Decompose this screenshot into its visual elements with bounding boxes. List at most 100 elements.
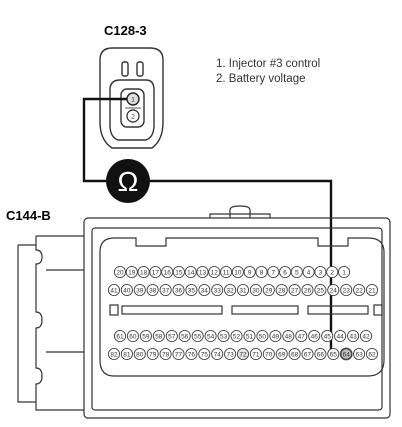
ecm-pin-31 — [236, 283, 250, 297]
ecm-pin-38 — [146, 283, 159, 297]
ecm-pin-60 — [126, 329, 139, 343]
ecm-pin-2 — [326, 265, 339, 279]
ecm-pin-76 — [185, 347, 198, 361]
ecm-pin-19 — [125, 265, 138, 279]
ecm-pin-15 — [172, 265, 185, 279]
ecm-pin-82-number: 82 — [110, 351, 118, 358]
ecm-pin-16 — [161, 265, 174, 279]
ecm-pin-6 — [279, 265, 292, 279]
ecm-pin-57 — [165, 329, 178, 343]
ecm-pin-17-number: 17 — [152, 269, 160, 276]
ecm-pin-19-number: 19 — [128, 269, 136, 276]
ecm-pin-29 — [262, 283, 275, 297]
ohm-meter-icon: Ω — [106, 159, 150, 203]
ecm-pin-37-number: 37 — [162, 287, 170, 294]
ecm-pin-32-number: 32 — [226, 287, 234, 294]
ecm-pin-27-number: 27 — [291, 287, 299, 294]
ecm-pin-12-number: 12 — [211, 269, 219, 276]
ecm-pin-60-number: 60 — [129, 333, 137, 340]
ecm-pin-20 — [113, 265, 127, 279]
ecm-pin-62 — [365, 347, 379, 361]
ecm-pin-26-number: 26 — [304, 287, 312, 294]
ecm-pin-5 — [290, 265, 303, 279]
ecm-pin-55-number: 55 — [194, 333, 202, 340]
ecm-pin-7-number: 7 — [271, 269, 275, 276]
ecm-pin-11 — [220, 265, 233, 279]
ecm-pin-4-number: 4 — [307, 269, 311, 276]
ecm-pin-34 — [198, 283, 211, 297]
ecm-pin-5-number: 5 — [295, 269, 299, 276]
ecm-pin-45 — [321, 329, 334, 343]
ecm-pin-81-number: 81 — [123, 351, 131, 358]
ecm-pin-50 — [256, 329, 269, 343]
ecm-pin-40-number: 40 — [123, 287, 131, 294]
ecm-pin-56 — [178, 329, 191, 343]
ecm-pin-44 — [334, 329, 347, 343]
ecm-pin-55 — [191, 329, 204, 343]
ecm-pin-65 — [327, 347, 340, 361]
ecm-pin-77 — [172, 347, 185, 361]
ecm-pin-22-number: 22 — [355, 287, 363, 294]
ecm-pin-25-number: 25 — [317, 287, 325, 294]
ecm-pin-32 — [224, 283, 237, 297]
ecm-pin-8 — [255, 265, 268, 279]
ecm-pin-67-number: 67 — [304, 351, 312, 358]
ecm-pin-16-number: 16 — [164, 269, 172, 276]
ecm-pin-15-number: 15 — [175, 269, 183, 276]
ecm-pin-42 — [359, 329, 373, 343]
ecm-pin-13-number: 13 — [199, 269, 207, 276]
top-connector — [99, 47, 164, 149]
ecm-pin-47-number: 47 — [298, 333, 306, 340]
ecm-pin-52 — [230, 329, 243, 343]
ecm-pin-56-number: 56 — [181, 333, 189, 340]
ecm-pin-30 — [249, 283, 262, 297]
ecm-pin-18 — [137, 265, 150, 279]
top-pin-2-number: 2 — [131, 114, 135, 121]
ecm-pin-31-number: 31 — [239, 287, 247, 294]
ecm-pin-58 — [152, 329, 165, 343]
ecm-pin-1 — [337, 265, 351, 279]
ecm-pin-41 — [107, 283, 121, 297]
ecm-pin-39-number: 39 — [136, 287, 144, 294]
ecm-pin-8-number: 8 — [260, 269, 264, 276]
ecm-pin-69 — [275, 347, 288, 361]
ecm-pin-10 — [231, 265, 244, 279]
ecm-pin-74-number: 74 — [214, 351, 222, 358]
ecm-pin-82 — [107, 347, 121, 361]
ecm-pin-21 — [365, 283, 379, 297]
ecm-pin-74 — [211, 347, 224, 361]
ecm-pin-80 — [133, 347, 146, 361]
ecm-pin-14 — [184, 265, 197, 279]
ecm-pin-17 — [149, 265, 162, 279]
ecm-connector — [17, 205, 391, 419]
ecm-pin-73 — [224, 347, 237, 361]
ecm-pin-75 — [198, 347, 211, 361]
ecm-pin-54-number: 54 — [207, 333, 215, 340]
ecm-pin-10-number: 10 — [234, 269, 242, 276]
ecm-pin-51 — [243, 329, 256, 343]
ecm-pin-75-number: 75 — [201, 351, 209, 358]
ecm-pin-30-number: 30 — [252, 287, 260, 294]
ecm-pin-37 — [159, 283, 172, 297]
ecm-pin-44-number: 44 — [336, 333, 344, 340]
ecm-pin-61 — [113, 329, 127, 343]
ecm-pin-33 — [211, 283, 224, 297]
ecm-pin-65-number: 65 — [330, 351, 338, 358]
ecm-pin-1-number: 1 — [342, 269, 346, 276]
ecm-pin-61-number: 61 — [116, 333, 124, 340]
ecm-pin-46 — [308, 329, 321, 343]
ecm-pin-24-number: 24 — [330, 287, 338, 294]
ecm-pin-13 — [196, 265, 209, 279]
ecm-pin-71 — [249, 347, 262, 361]
ecm-pin-4 — [302, 265, 315, 279]
pin-1-description: 1. Injector #3 control — [216, 58, 320, 70]
ecm-pin-40 — [120, 283, 133, 297]
ecm-pin-39 — [133, 283, 146, 297]
ecm-pin-80-number: 80 — [136, 351, 144, 358]
ecm-pin-20-number: 20 — [116, 269, 124, 276]
ecm-pin-36 — [172, 283, 185, 297]
ecm-pin-23 — [340, 283, 353, 297]
ecm-pin-63-number: 63 — [355, 351, 363, 358]
ecm-pin-78-number: 78 — [162, 351, 170, 358]
